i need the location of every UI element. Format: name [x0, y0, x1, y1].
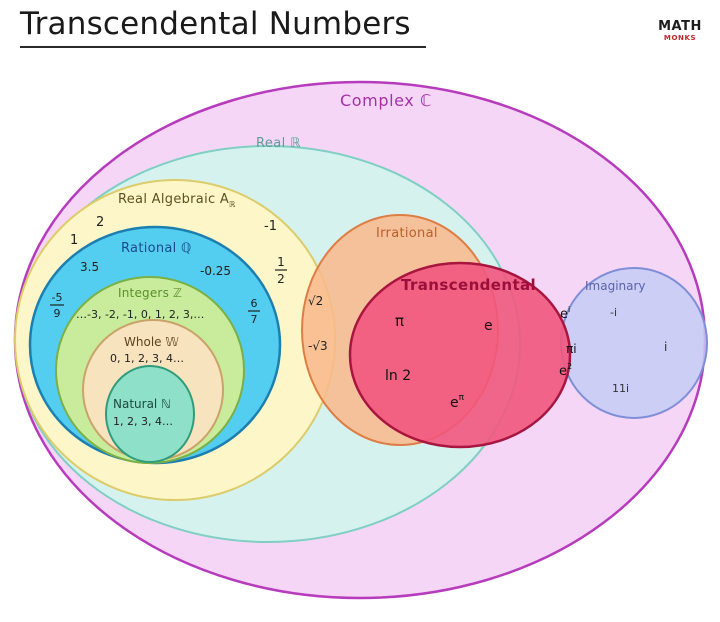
example-e-i: ei: [560, 305, 570, 322]
example-natural: 1, 2, 3, 4…: [113, 415, 173, 428]
example-e-2: e2: [559, 362, 572, 379]
label-complex: Complex ℂ: [340, 91, 432, 110]
example-whole: 0, 1, 2, 3, 4…: [110, 352, 184, 365]
label-real: Real ℝ: [256, 136, 301, 151]
example-neg-1: -1: [264, 219, 277, 234]
title-underline: [20, 46, 426, 48]
page-title: Transcendental Numbers: [20, 6, 411, 42]
set-natural: [105, 365, 195, 463]
example-integers: …-3, -2, -1, 0, 1, 2, 3,…: [76, 308, 204, 321]
label-natural: Natural ℕ: [113, 397, 171, 411]
label-imaginary: Imaginary: [585, 279, 646, 293]
example-e-i-base: e: [560, 307, 568, 322]
logo-line-1: MATH: [658, 19, 702, 34]
example-e-pi: eπ: [450, 393, 465, 411]
example-sqrt2: √2: [308, 294, 323, 308]
example-pi: π: [395, 312, 404, 330]
example-one-half-num: 1: [277, 255, 285, 269]
label-real-algebraic-sub: ℝ: [229, 200, 236, 209]
example-11i: 11i: [612, 382, 629, 395]
label-real-algebraic: Real Algebraic Aℝ: [118, 192, 236, 209]
example-e-2-exp: 2: [567, 362, 572, 371]
logo-line-2: MONKS: [663, 34, 697, 42]
example-neg-i: -i: [610, 306, 617, 319]
example-neg-sqrt3: -√3: [308, 339, 328, 353]
example-i: i: [664, 340, 667, 354]
example-ln2: ln 2: [385, 368, 411, 384]
example-one-half: 1 2: [275, 255, 287, 286]
example-one-half-den: 2: [277, 272, 285, 286]
example-2: 2: [96, 215, 104, 230]
example-e-pi-exp: π: [459, 393, 465, 403]
example-1: 1: [70, 233, 78, 248]
example-neg-5-9: -5 9: [50, 291, 64, 320]
label-irrational: Irrational: [376, 226, 438, 241]
label-real-algebraic-main: Real Algebraic A: [118, 192, 229, 207]
example-3-5: 3.5: [80, 260, 99, 274]
mathmonks-logo: MATH MONKS: [654, 20, 706, 42]
label-rational: Rational ℚ: [121, 241, 192, 256]
example-6-7: 6 7: [248, 297, 260, 326]
label-transcendental: Transcendental: [401, 276, 536, 294]
example-e: e: [484, 318, 493, 334]
example-6-7-num: 6: [251, 297, 258, 310]
example-neg-0-25: -0.25: [200, 264, 231, 278]
example-neg-5-9-num: -5: [52, 291, 63, 304]
example-e-pi-base: e: [450, 395, 459, 411]
label-integers: Integers ℤ: [118, 286, 182, 300]
example-6-7-den: 7: [251, 313, 258, 326]
example-e-2-base: e: [559, 364, 567, 379]
example-pi-i: πi: [566, 342, 577, 356]
example-e-i-exp: i: [568, 305, 570, 314]
example-neg-5-9-den: 9: [54, 307, 61, 320]
label-whole: Whole 𝕎: [124, 335, 179, 349]
set-transcendental: [348, 261, 572, 449]
